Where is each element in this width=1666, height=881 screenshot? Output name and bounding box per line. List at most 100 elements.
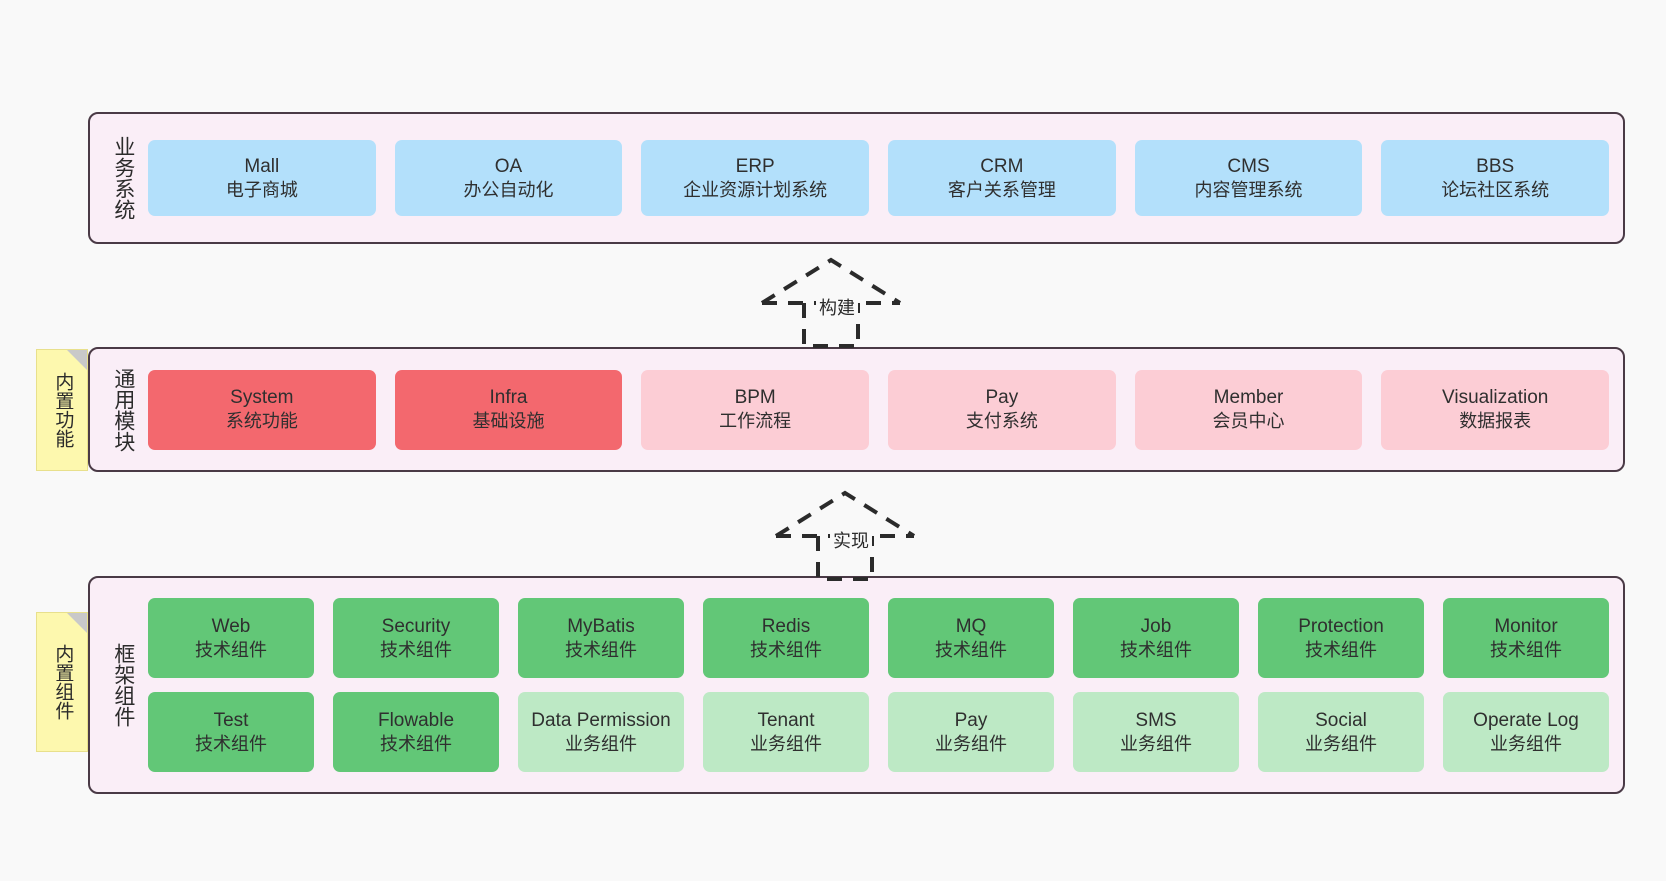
card-title: Mall [244,155,280,177]
card-subtitle: 技术组件 [565,639,637,660]
card-subtitle: 系统功能 [225,411,298,432]
card-subtitle: 技术组件 [1120,639,1192,660]
card-title: Protection [1298,615,1384,637]
card-title: CRM [980,155,1024,177]
card-test[interactable]: Test 技术组件 [148,692,314,772]
card-flowable[interactable]: Flowable 技术组件 [333,692,499,772]
card-title: Redis [761,615,811,637]
card-title: ERP [735,155,775,177]
layer-business-systems: 业务系统 Mall 电子商城 OA 办公自动化 ERP 企业资源计划系统 CRM… [88,112,1625,244]
card-title: OA [494,155,523,177]
card-member[interactable]: Member 会员中心 [1134,369,1363,450]
card-subtitle: 论坛社区系统 [1441,179,1550,200]
card-subtitle: 业务组件 [750,733,822,754]
layer-framework-components: 框架组件 Web 技术组件 Security 技术组件 MyBatis 技术组件… [88,576,1625,794]
card-title: Pay [954,709,988,731]
card-row: System 系统功能 Infra 基础设施 BPM 工作流程 Pay 支付系统… [148,369,1610,450]
card-subtitle: 业务组件 [1490,733,1562,754]
card-grid-business: Mall 电子商城 OA 办公自动化 ERP 企业资源计划系统 CRM 客户关系… [146,140,1623,216]
card-title: Web [211,615,251,637]
card-subtitle: 业务组件 [935,733,1007,754]
card-subtitle: 技术组件 [750,639,822,660]
card-subtitle: 技术组件 [935,639,1007,660]
card-title: Test [213,709,249,731]
card-title: Pay [985,387,1019,409]
card-protection[interactable]: Protection 技术组件 [1258,598,1424,678]
card-subtitle: 电子商城 [225,179,298,200]
card-subtitle: 数据报表 [1459,411,1532,432]
layer-label-framework: 框架组件 [111,643,135,727]
card-oa[interactable]: OA 办公自动化 [394,140,623,216]
card-subtitle: 技术组件 [1490,639,1562,660]
card-visualization[interactable]: Visualization 数据报表 [1381,369,1610,450]
card-title: Social [1315,709,1367,731]
arrow-label-implement: 实现 [830,527,872,553]
card-mq[interactable]: MQ 技术组件 [888,598,1054,678]
card-subtitle: 内容管理系统 [1194,179,1303,200]
card-title: Security [381,615,451,637]
card-bpm[interactable]: BPM 工作流程 [641,369,870,450]
card-subtitle: 客户关系管理 [947,179,1056,200]
card-bbs[interactable]: BBS 论坛社区系统 [1381,140,1610,216]
card-row: Mall 电子商城 OA 办公自动化 ERP 企业资源计划系统 CRM 客户关系… [148,140,1610,216]
arrow-implement: 实现 [770,489,920,581]
card-row: Web 技术组件 Security 技术组件 MyBatis 技术组件 Redi… [148,598,1609,678]
card-title: Visualization [1442,387,1549,409]
card-grid-framework: Web 技术组件 Security 技术组件 MyBatis 技术组件 Redi… [146,598,1623,772]
card-mall[interactable]: Mall 电子商城 [148,140,376,216]
card-infra[interactable]: Infra 基础设施 [394,369,623,450]
layer-label-business: 业务系统 [111,136,135,220]
card-subtitle: 业务组件 [565,733,637,754]
card-subtitle: 业务组件 [1120,733,1192,754]
layer-common-modules: 通用模块 System 系统功能 Infra 基础设施 BPM 工作流程 Pay… [88,347,1625,472]
card-title: BPM [734,387,776,409]
card-row: Test 技术组件 Flowable 技术组件 Data Permission … [148,692,1609,772]
card-subtitle: 技术组件 [1305,639,1377,660]
card-title: System [230,387,294,409]
card-title: Operate Log [1473,709,1579,731]
card-mybatis[interactable]: MyBatis 技术组件 [518,598,684,678]
card-title: BBS [1476,155,1515,177]
card-erp[interactable]: ERP 企业资源计划系统 [641,140,870,216]
card-social[interactable]: Social 业务组件 [1258,692,1424,772]
card-subtitle: 技术组件 [380,639,452,660]
card-title: SMS [1135,709,1177,731]
card-subtitle: 会员中心 [1212,411,1285,432]
card-subtitle: 技术组件 [195,733,267,754]
layer-label-modules: 通用模块 [111,367,135,452]
card-subtitle: 办公自动化 [463,179,554,200]
card-web[interactable]: Web 技术组件 [148,598,314,678]
card-cms[interactable]: CMS 内容管理系统 [1134,140,1363,216]
card-subtitle: 技术组件 [195,639,267,660]
card-title: Flowable [377,709,455,731]
card-redis[interactable]: Redis 技术组件 [703,598,869,678]
card-title: Infra [489,387,528,409]
card-grid-modules: System 系统功能 Infra 基础设施 BPM 工作流程 Pay 支付系统… [146,369,1623,450]
card-data-permission[interactable]: Data Permission 业务组件 [518,692,684,772]
card-tenant[interactable]: Tenant 业务组件 [703,692,869,772]
card-subtitle: 技术组件 [380,733,452,754]
card-subtitle: 工作流程 [719,411,792,432]
card-subtitle: 支付系统 [965,411,1038,432]
arrow-label-build: 构建 [816,294,858,320]
card-sms[interactable]: SMS 业务组件 [1073,692,1239,772]
card-system[interactable]: System 系统功能 [148,369,376,450]
card-operate-log[interactable]: Operate Log 业务组件 [1443,692,1609,772]
note-builtin-features: 内置功能 [36,349,88,471]
note-builtin-components: 内置组件 [36,612,88,752]
card-pay-component[interactable]: Pay 业务组件 [888,692,1054,772]
card-crm[interactable]: CRM 客户关系管理 [888,140,1116,216]
card-title: MyBatis [567,615,635,637]
card-title: MQ [955,615,987,637]
card-title: Data Permission [531,709,671,731]
card-monitor[interactable]: Monitor 技术组件 [1443,598,1609,678]
card-title: CMS [1227,155,1270,177]
card-title: Tenant [757,709,815,731]
card-title: Job [1140,615,1172,637]
arrow-build: 构建 [756,256,906,348]
card-job[interactable]: Job 技术组件 [1073,598,1239,678]
card-pay-module[interactable]: Pay 支付系统 [888,369,1116,450]
card-subtitle: 基础设施 [472,411,545,432]
card-security[interactable]: Security 技术组件 [333,598,499,678]
